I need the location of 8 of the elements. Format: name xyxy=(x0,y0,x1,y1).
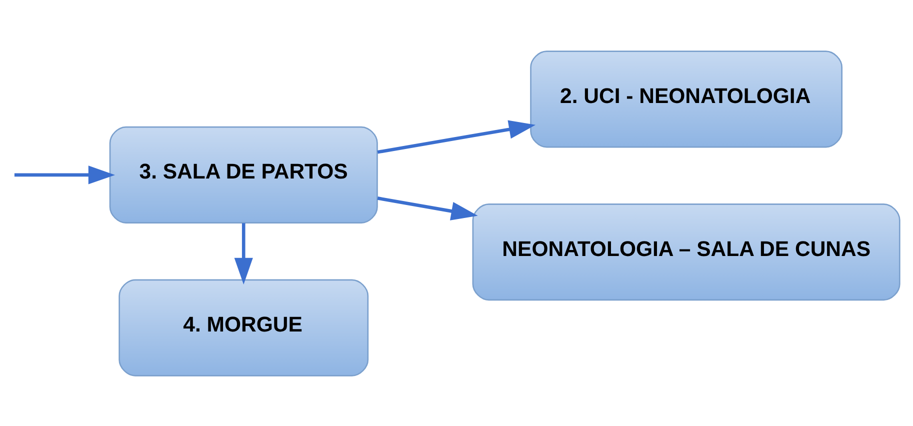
arrow xyxy=(377,120,536,154)
arrow xyxy=(234,222,253,284)
node-box: 2. UCI - NEONATOLOGIA xyxy=(530,50,842,148)
node-box: 3. SALA DE PARTOS xyxy=(109,126,378,223)
arrow xyxy=(14,165,116,184)
node-box: 4. MORGUE xyxy=(118,278,369,376)
node-box: NEONATOLOGIA – SALA DE CUNAS xyxy=(472,203,900,300)
arrow xyxy=(377,196,478,220)
